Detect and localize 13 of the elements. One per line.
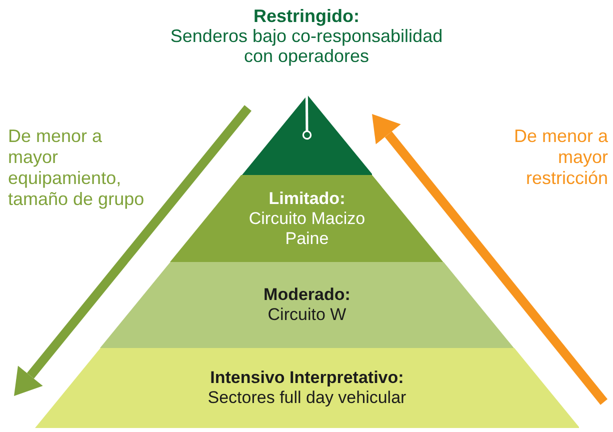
level-description: Sectores full day vehicular xyxy=(206,388,408,408)
level-description: Circuito W xyxy=(266,305,348,325)
pyramid-level xyxy=(100,262,514,348)
level-title: Limitado: xyxy=(268,188,346,208)
level-description: Circuito Macizo Paine xyxy=(248,208,366,248)
level-description: Senderos bajo co-responsabilidad con operadores xyxy=(169,26,444,66)
pyramid-level xyxy=(34,348,580,428)
gradient-label: De menor a mayor equipamiento, tamaño de grupo xyxy=(8,126,146,210)
gradient-label: De menor a mayor restricción xyxy=(512,126,608,189)
pyramid-level xyxy=(170,175,444,262)
level-title: Restringido: xyxy=(252,6,360,26)
level-title: Intensivo Interpretativo: xyxy=(209,368,405,388)
level-title: Moderado: xyxy=(262,285,352,305)
